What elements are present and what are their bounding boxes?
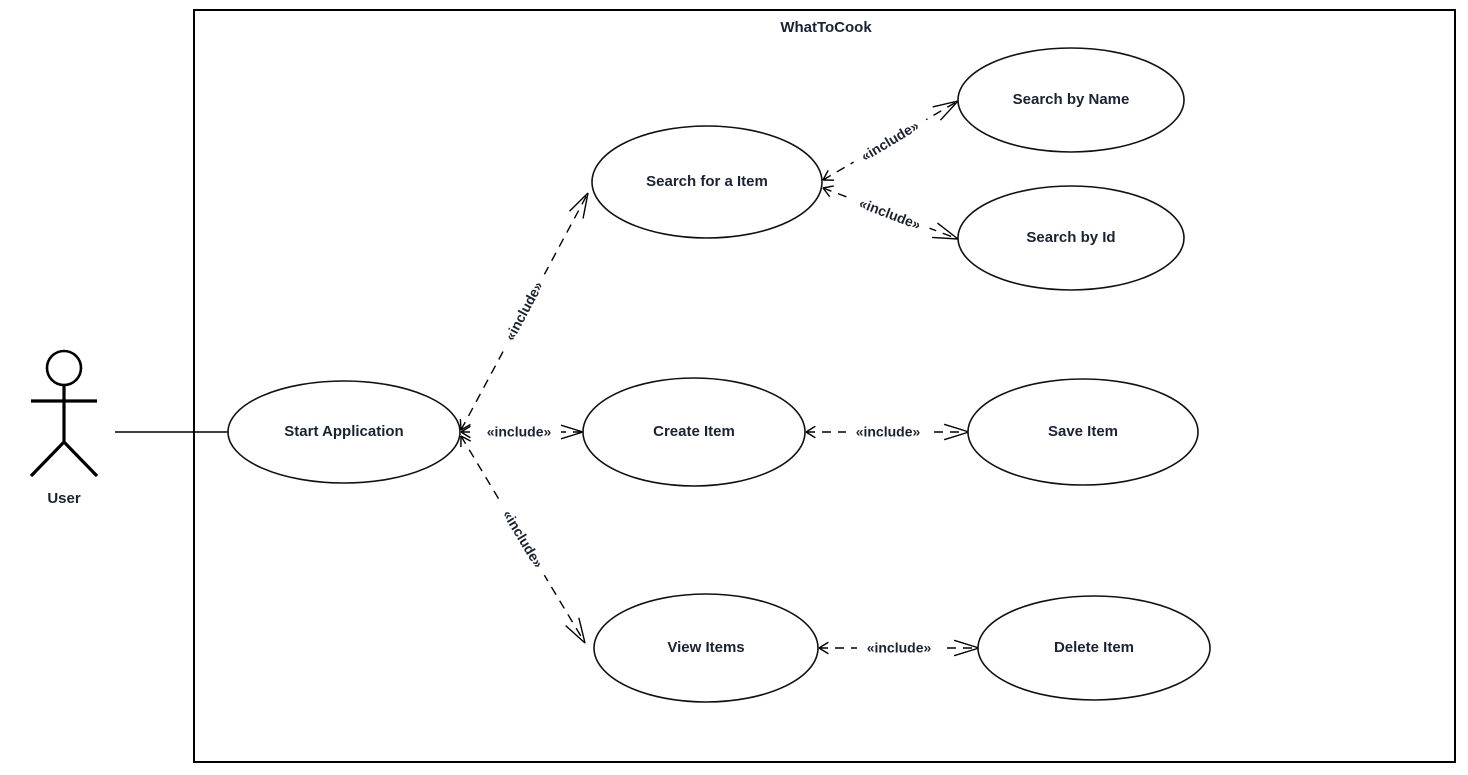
- include-tail-search-to-id-barb-1: [822, 185, 834, 189]
- include-arrow-search-to-id-barb-2: [937, 222, 959, 240]
- use-case-label-search-by-name: Search by Name: [1013, 91, 1130, 108]
- use-case-start-application[interactable]: Start Application: [227, 380, 461, 484]
- actor-head-icon: [45, 349, 83, 387]
- include-arrow-start-to-create-barb-2: [557, 423, 584, 433]
- system-boundary-title: WhatToCook: [780, 19, 872, 36]
- use-case-create-item[interactable]: Create Item: [582, 377, 806, 487]
- include-arrow-create-to-save-barb-2: [943, 423, 970, 433]
- use-case-label-search-for-a-item: Search for a Item: [646, 173, 768, 190]
- include-arrow-start-to-search-barb-1: [582, 192, 589, 219]
- use-case-label-search-by-id: Search by Id: [1026, 229, 1115, 246]
- use-case-ellipse-search-for-a-item: [591, 125, 823, 239]
- include-label-create-to-save: «include»: [856, 424, 921, 440]
- use-case-ellipse-start-application: [227, 380, 461, 484]
- use-case-view-items[interactable]: View Items: [593, 593, 819, 703]
- actor-user[interactable]: User: [29, 349, 99, 507]
- include-tail-start-to-view: [460, 435, 472, 448]
- include-label-bg-start-to-search: [495, 269, 553, 353]
- include-arrow-start-to-create: [557, 423, 584, 441]
- use-case-label-delete-item: Delete Item: [1054, 639, 1134, 656]
- include-label-group-create-to-save: «include»: [846, 422, 930, 442]
- use-case-label-create-item: Create Item: [653, 423, 735, 440]
- include-tail-view-to-delete-barb-2: [818, 647, 829, 655]
- include-tail-search-to-id: [822, 185, 834, 198]
- use-case-ellipse-delete-item: [977, 595, 1211, 701]
- include-arrow-create-to-save-barb-1: [943, 431, 970, 441]
- include-arrow-start-to-view: [565, 617, 586, 644]
- include-tail-search-to-name-barb-1: [822, 169, 829, 181]
- actor-label: User: [47, 490, 81, 507]
- include-arrow-start-to-search: [569, 192, 589, 219]
- include-arrow-view-to-delete: [953, 639, 980, 657]
- include-arrow-start-to-view-barb-1: [565, 625, 586, 644]
- use-case-label-start-application: Start Application: [284, 423, 403, 440]
- use-case-save-item[interactable]: Save Item: [967, 378, 1199, 486]
- include-arrow-create-to-save: [943, 423, 970, 441]
- use-case-ellipse-save-item: [967, 378, 1199, 486]
- include-arrow-start-to-view-barb-2: [578, 617, 586, 644]
- include-arrow-start-to-create-barb-1: [557, 431, 584, 441]
- include-tail-view-to-delete-barb-1: [818, 641, 829, 649]
- use-case-search-for-a-item[interactable]: Search for a Item: [591, 125, 823, 239]
- include-tail-start-to-search: [459, 418, 471, 431]
- include-arrow-start-to-search-barb-2: [569, 192, 589, 212]
- use-case-label-view-items: View Items: [667, 639, 744, 656]
- use-case-ellipse-search-by-id: [957, 185, 1185, 291]
- include-tail-start-to-create-barb-2: [460, 431, 471, 439]
- include-arrow-search-to-name-barb-1: [939, 100, 959, 121]
- include-label-bg-start-to-view: [492, 497, 554, 581]
- use-case-ellipse-view-items: [593, 593, 819, 703]
- actors-layer: User: [29, 349, 99, 507]
- use-case-search-by-name[interactable]: Search by Name: [957, 47, 1185, 153]
- include-arrow-search-to-id: [932, 222, 959, 240]
- use-case-ellipse-search-by-name: [957, 47, 1185, 153]
- include-arrow-search-to-name: [932, 100, 959, 121]
- include-label-group-view-to-delete: «include»: [857, 638, 941, 658]
- actor-left-leg-line: [29, 440, 66, 478]
- include-tail-create-to-save-barb-1: [805, 425, 816, 433]
- use-case-search-by-id[interactable]: Search by Id: [957, 185, 1185, 291]
- include-tail-start-to-create: [460, 425, 471, 439]
- include-label-bg-search-to-id: [847, 189, 933, 239]
- include-tail-start-to-search-barb-1: [459, 418, 462, 431]
- include-relation-search-to-name[interactable]: [822, 100, 959, 181]
- include-label-bg-start-to-create: [477, 422, 561, 442]
- use-case-delete-item[interactable]: Delete Item: [977, 595, 1211, 701]
- include-label-bg-search-to-name: [848, 110, 932, 172]
- actor-right-leg-line: [62, 440, 99, 478]
- include-arrow-view-to-delete-barb-2: [953, 639, 980, 649]
- include-tail-create-to-save: [805, 425, 816, 439]
- include-label-bg-view-to-delete: [857, 638, 941, 658]
- include-label-view-to-delete: «include»: [867, 640, 932, 656]
- include-tail-view-to-delete: [818, 641, 829, 655]
- include-tail-start-to-search-barb-2: [460, 423, 471, 431]
- include-tail-search-to-name: [822, 169, 835, 181]
- include-tail-start-to-create-barb-1: [460, 425, 471, 433]
- include-arrow-search-to-name-barb-2: [932, 100, 959, 108]
- include-tail-search-to-id-barb-2: [822, 187, 831, 198]
- use-case-ellipse-create-item: [582, 377, 806, 487]
- include-label-group-start-to-create: «include»: [477, 422, 561, 442]
- system-boundary-rect: [193, 9, 1456, 763]
- include-arrow-view-to-delete-barb-1: [953, 647, 980, 657]
- include-tail-create-to-save-barb-2: [805, 431, 816, 439]
- include-line-search-to-name: [822, 100, 959, 181]
- include-label-bg-create-to-save: [846, 422, 930, 442]
- include-tail-start-to-view-barb-1: [460, 435, 472, 442]
- use-case-label-save-item: Save Item: [1048, 423, 1118, 440]
- include-label-start-to-create: «include»: [487, 424, 552, 440]
- include-arrow-search-to-id-barb-1: [932, 236, 959, 240]
